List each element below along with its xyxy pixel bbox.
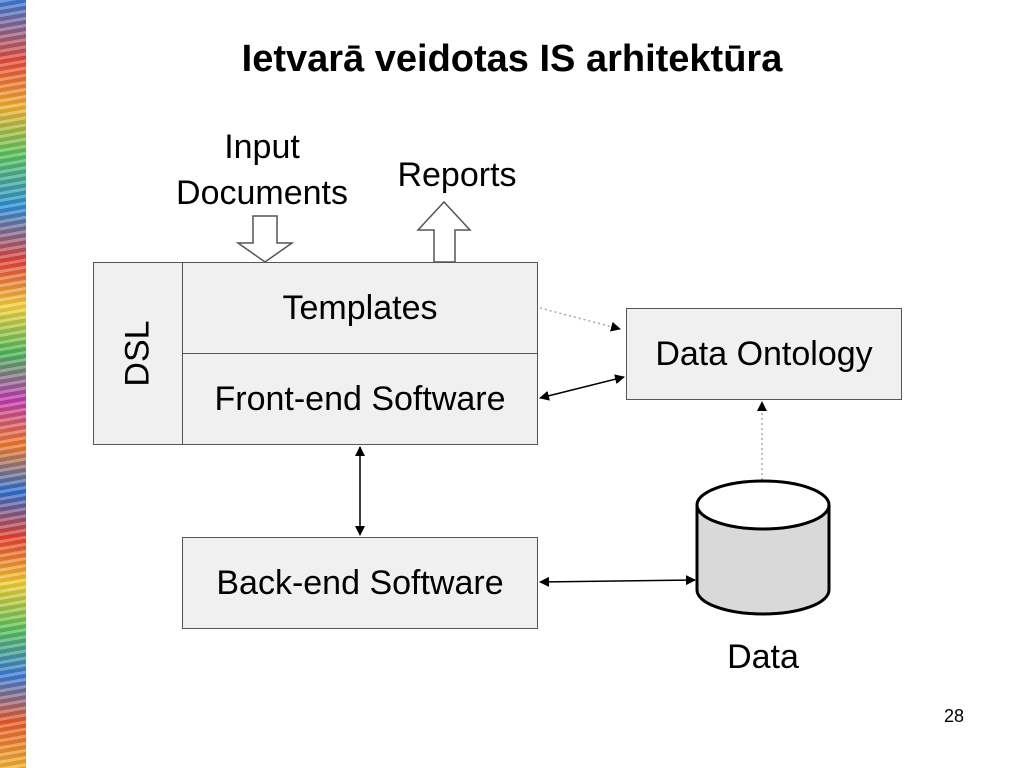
reports-label: Reports — [397, 156, 517, 194]
dsl-label: DSL — [118, 320, 157, 387]
front-end-software-label: Front-end Software — [214, 379, 506, 418]
input-documents-line2: Documents — [176, 174, 348, 212]
templates-ontology-link — [539, 307, 621, 332]
back-end-software-label: Back-end Software — [216, 563, 504, 602]
decorative-side-strip — [0, 0, 26, 768]
front-end-software-box: Front-end Software — [182, 353, 538, 445]
back-end-software-box: Back-end Software — [182, 537, 538, 629]
reports-up-arrow — [416, 200, 472, 263]
data-label: Data — [727, 638, 799, 676]
page-number: 28 — [943, 706, 964, 726]
input-documents-line1: Input — [224, 128, 300, 166]
database-cylinder-icon — [695, 479, 831, 616]
data-ontology-box: Data Ontology — [626, 308, 902, 400]
templates-box: Templates — [182, 262, 538, 354]
frontend-ontology-link — [539, 374, 625, 401]
page-title: Ietvarā veidotas IS arhitektūra — [241, 38, 783, 80]
input-documents-label: Input Documents — [152, 124, 372, 216]
backend-data-link — [539, 575, 696, 587]
templates-label: Templates — [282, 288, 438, 327]
data-ontology-label: Data Ontology — [655, 334, 873, 373]
input-down-arrow — [235, 215, 295, 263]
dsl-box: DSL — [93, 262, 183, 445]
